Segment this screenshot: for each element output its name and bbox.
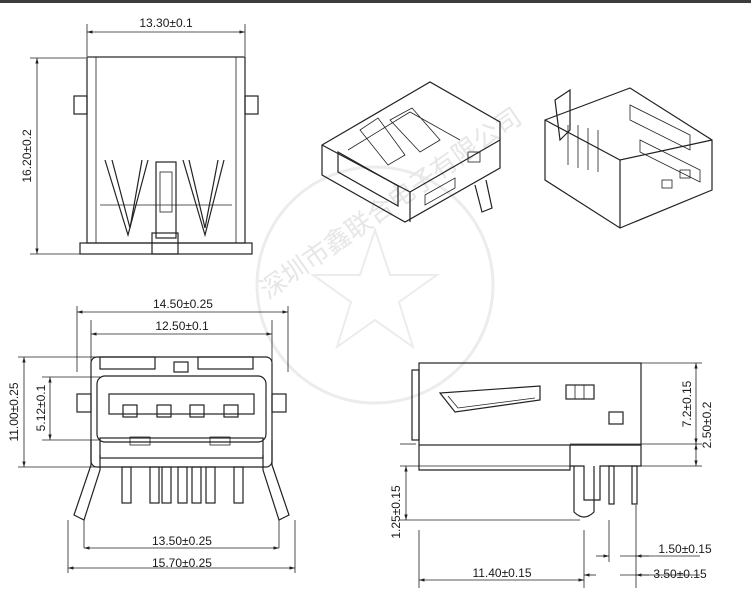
dim-top-height: 16.20±0.2 (20, 129, 34, 183)
dim-top-width: 13.30±0.1 (139, 16, 193, 30)
top-border-line (0, 0, 751, 3)
dim-side-depth: 11.40±0.15 (472, 566, 531, 580)
isometric-view-front (321, 81, 501, 223)
isometric-view-rear (544, 87, 713, 229)
front-pins (121, 466, 244, 504)
top-view (30, 24, 259, 255)
dim-side-height: 7.2±0.15 (680, 380, 694, 427)
dim-front-outer-width: 14.50±0.25 (153, 297, 213, 311)
dim-side-offset: 2.50±0.2 (700, 401, 714, 448)
side-view (400, 362, 702, 588)
dim-side-pin-pitch: 1.50±0.15 (658, 542, 712, 556)
dim-front-opening: 5.12±0.1 (34, 384, 48, 431)
dim-side-pin-length: 1.25±0.15 (389, 485, 403, 539)
dimension-labels: 13.30±0.1 16.20±0.2 14.50±0.25 12.50±0.1… (7, 16, 714, 581)
dim-side-pin-offset: 3.50±0.15 (653, 567, 707, 581)
dim-front-tab-span: 15.70±0.25 (152, 556, 212, 570)
dim-front-inner-width: 12.50±0.1 (155, 319, 209, 333)
front-view (18, 306, 296, 573)
dim-front-height: 11.00±0.25 (7, 382, 21, 441)
dim-front-pin-span: 13.50±0.25 (152, 534, 212, 548)
